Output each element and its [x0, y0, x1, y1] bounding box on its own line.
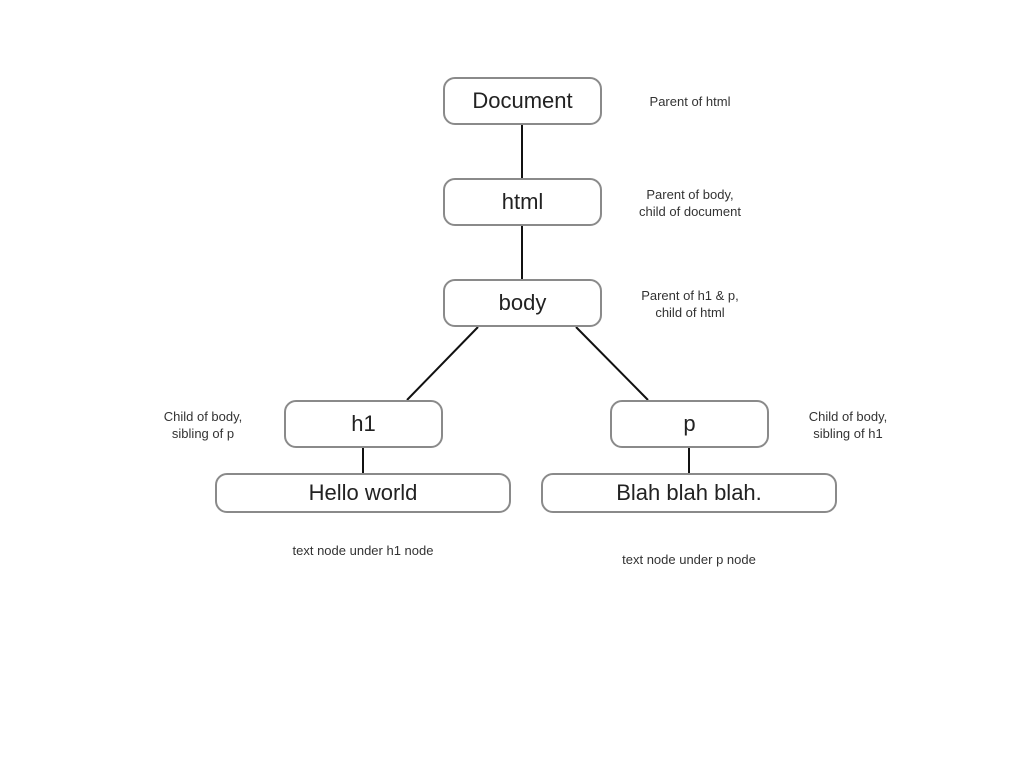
note-html: Parent of body, child of document: [610, 186, 770, 220]
note-p-line-2: sibling of h1: [813, 426, 883, 441]
note-p: Child of body, sibling of h1: [778, 408, 918, 442]
node-document: Document: [443, 77, 602, 125]
edge-body-p: [575, 326, 649, 401]
node-p: p: [610, 400, 769, 448]
node-hello-world-text: Hello world: [215, 473, 511, 513]
note-blah-text: text node under p node: [589, 551, 789, 568]
note-h1: Child of body, sibling of p: [133, 408, 273, 442]
note-html-line-2: child of document: [639, 204, 741, 219]
note-body: Parent of h1 & p, child of html: [610, 287, 770, 321]
note-body-line-1: Parent of h1 & p,: [641, 288, 739, 303]
node-h1: h1: [284, 400, 443, 448]
note-blah-line-1: text node under p node: [622, 552, 756, 567]
note-document-line-1: Parent of html: [649, 94, 731, 109]
note-h1-line-1: Child of body,: [163, 409, 243, 424]
note-p-line-1: Child of body,: [808, 409, 888, 424]
note-body-line-2: child of html: [655, 305, 725, 320]
note-document: Parent of html: [620, 93, 760, 110]
note-h1-line-2: sibling of p: [171, 426, 235, 441]
node-body: body: [443, 279, 602, 327]
node-html: html: [443, 178, 602, 226]
note-hello-world-text: text node under h1 node: [263, 542, 463, 559]
note-hello-line-1: text node under h1 node: [292, 543, 434, 558]
note-html-line-1: Parent of body,: [646, 187, 734, 202]
edge-body-h1: [406, 326, 479, 401]
node-blah-text: Blah blah blah.: [541, 473, 837, 513]
